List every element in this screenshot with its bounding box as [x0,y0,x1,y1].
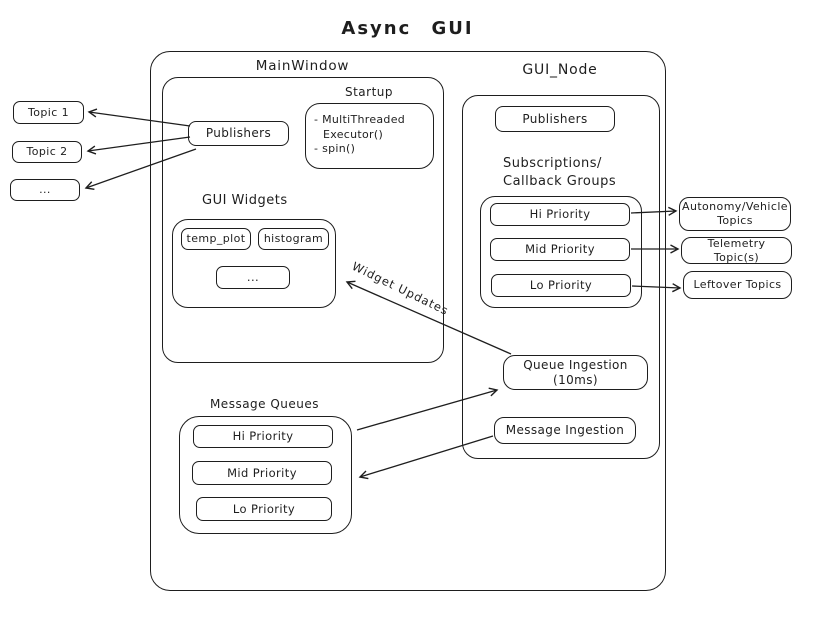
message-ingestion-node: Message Ingestion [494,417,636,444]
queue-hi-priority-label: Hi Priority [232,429,294,444]
queue-ingestion-label: Queue Ingestion (10ms) [523,357,628,387]
callback-mid-priority-label: Mid Priority [525,242,595,257]
topic-2-label: Topic 2 [26,145,68,159]
message-ingestion-label: Message Ingestion [505,423,625,437]
gui-node-frame [462,95,660,459]
queue-lo-priority-label: Lo Priority [232,501,296,516]
topic-1-node: Topic 1 [13,101,84,124]
startup-label: Startup [344,85,394,99]
mainwindow-publishers-node: Publishers [188,121,289,146]
telemetry-topics-label: Telemetry Topic(s) [707,236,766,264]
gui-node-publishers-node: Publishers [495,106,615,132]
queue-mid-priority-node: Mid Priority [192,461,332,485]
queue-hi-priority-node: Hi Priority [193,425,333,448]
telemetry-topics-node: Telemetry Topic(s) [681,237,792,264]
startup-line-1: - MultiThreaded [314,113,406,126]
subscriptions-label: Subscriptions/ Callback Groups [503,155,653,191]
leftover-topics-node: Leftover Topics [683,271,792,299]
startup-frame [305,103,434,169]
widget-temp-plot-label: temp_plot [186,232,246,246]
mainwindow-frame [162,77,444,363]
message-queues-frame [179,416,352,534]
queue-mid-priority-label: Mid Priority [227,465,297,480]
topic-more-label: ... [39,183,51,197]
topic-2-node: Topic 2 [12,141,82,163]
topic-more-node: ... [10,179,80,201]
callback-lo-priority-node: Lo Priority [491,274,631,297]
queue-lo-priority-node: Lo Priority [196,497,332,521]
autonomy-vehicle-topics-node: Autonomy/Vehicle Topics [679,197,791,231]
startup-lines: - MultiThreaded Executor() - spin() [314,113,405,157]
gui-node-publishers-label: Publishers [522,111,588,126]
leftover-topics-label: Leftover Topics [693,278,782,292]
diagram-title: Async GUI [341,18,474,39]
mainwindow-label: MainWindow [255,58,350,74]
topic-1-label: Topic 1 [28,105,69,119]
gui-widgets-frame [172,219,336,308]
callback-lo-priority-label: Lo Priority [529,278,593,293]
callback-mid-priority-node: Mid Priority [490,238,630,261]
subscriptions-label-line-1: Subscriptions/ [503,156,602,171]
gui-widgets-label: GUI Widgets [202,193,288,208]
mainwindow-publishers-label: Publishers [205,126,272,140]
autonomy-vehicle-topics-label: Autonomy/Vehicle Topics [682,200,788,227]
callback-groups-frame [480,196,642,308]
outer-frame [150,51,666,591]
widget-temp-plot-node: temp_plot [181,228,251,250]
startup-line-2: Executor() [323,127,384,141]
widget-histogram-node: histogram [258,228,329,250]
subscriptions-label-line-2: Callback Groups [503,174,617,189]
widget-histogram-label: histogram [263,232,324,246]
gui-node-label: GUI_Node [522,62,598,78]
callback-hi-priority-node: Hi Priority [490,203,630,226]
queue-ingestion-node: Queue Ingestion (10ms) [503,355,648,390]
widget-more-node: ... [216,266,290,289]
message-queues-label: Message Queues [209,397,320,411]
widget-more-label: ... [246,270,260,285]
callback-hi-priority-label: Hi Priority [529,207,591,222]
startup-line-3: - spin() [314,142,356,155]
